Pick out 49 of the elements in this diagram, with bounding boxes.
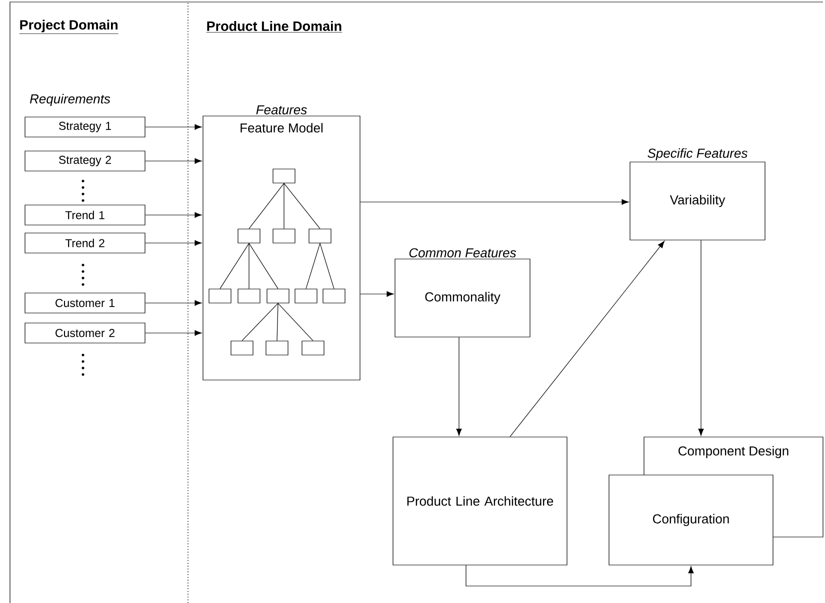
arrow <box>456 337 462 436</box>
tree-line <box>276 303 278 341</box>
arrow <box>145 212 202 218</box>
arrow <box>466 565 694 586</box>
tree-line <box>278 303 314 341</box>
tree-box <box>230 340 254 356</box>
tree-box <box>322 288 346 304</box>
tree-box <box>302 340 324 356</box>
tree-line <box>248 243 278 289</box>
requirement-box: Strategy 1 <box>24 116 146 138</box>
tree-box <box>308 228 332 244</box>
arrow <box>360 291 394 297</box>
arrow <box>145 158 202 164</box>
tree-line <box>248 183 284 229</box>
tree-line <box>220 243 250 289</box>
arrow <box>145 240 202 246</box>
node-label: Common Features <box>409 248 516 258</box>
tree-box <box>238 228 260 244</box>
process-box: Specific Features Variability <box>630 148 766 240</box>
tree-line <box>248 243 250 289</box>
process-box: Common Features Commonality <box>394 248 530 338</box>
arrow <box>510 240 665 437</box>
node-label: Specific Features <box>648 148 748 160</box>
arrow <box>145 124 202 130</box>
tree-box <box>272 168 296 184</box>
arrow <box>360 199 629 205</box>
tree-line <box>320 243 334 289</box>
tree-line <box>306 243 320 289</box>
tree-box <box>208 288 232 304</box>
tree-box <box>266 340 288 356</box>
tree-line <box>284 183 320 229</box>
tree-box <box>294 288 318 304</box>
tree-box <box>266 288 290 304</box>
arrow <box>145 300 202 306</box>
requirement-box: Customer 2 <box>24 322 146 344</box>
tree-box <box>238 288 260 304</box>
section-heading: Project Domain <box>19 20 119 34</box>
requirement-box: Customer 1 <box>24 292 146 314</box>
section-heading: Product Line Domain <box>206 21 342 33</box>
node-label: Features <box>256 105 307 114</box>
process-box: Configuration <box>608 474 774 566</box>
requirement-box: Trend 2 <box>24 232 146 254</box>
process-box: Product Line Architecture <box>392 436 568 566</box>
requirement-box: Strategy 2 <box>24 150 146 172</box>
tree-line <box>242 303 278 341</box>
tree-box <box>272 228 296 244</box>
arrow <box>145 330 202 336</box>
arrow <box>698 240 704 436</box>
requirement-box: Trend 1 <box>24 204 146 226</box>
